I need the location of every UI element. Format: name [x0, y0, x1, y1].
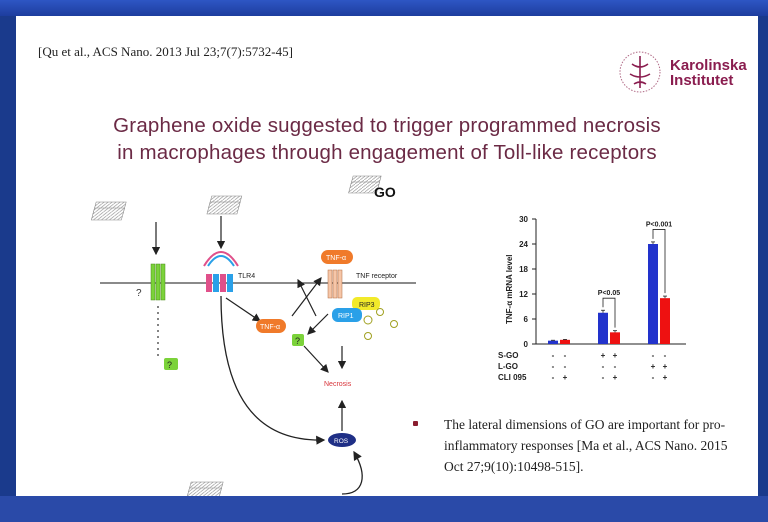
ros-label: ROS [334, 438, 349, 445]
y-tick-label: 0 [524, 340, 529, 349]
unknown-receptor [150, 263, 166, 301]
bar [548, 340, 558, 344]
bullet-text: The lateral dimensions of GO are importa… [444, 417, 728, 474]
bar [660, 298, 670, 344]
condition-mark: + [613, 373, 618, 382]
condition-mark: + [663, 362, 668, 371]
significance-bracket [652, 229, 666, 294]
window-frame-top [0, 0, 768, 16]
window-frame-bottom [0, 496, 768, 522]
karolinska-logo [619, 51, 661, 93]
condition-row-label: CLI 095 [498, 373, 527, 382]
bar [648, 244, 658, 344]
condition-mark: - [652, 373, 655, 382]
tlr4-receptor [203, 251, 239, 292]
condition-mark: - [552, 373, 555, 382]
go-sheet-icon [348, 175, 382, 194]
y-tick-label: 18 [519, 265, 528, 274]
condition-mark: - [552, 351, 555, 360]
tnf-receptor-label: TNF receptor [356, 273, 398, 280]
tlr4-label: TLR4 [238, 273, 255, 280]
logo-line2: Institutet [670, 72, 734, 89]
slide: [Qu et al., ACS Nano. 2013 Jul 23;7(7):5… [16, 16, 758, 516]
question-box-mid: ? [295, 336, 300, 346]
condition-row-label: L-GO [498, 362, 518, 371]
bar [560, 339, 570, 344]
significance-label: P<0.05 [598, 290, 620, 297]
condition-mark: - [564, 362, 567, 371]
pathway-diagram: ? ? TLR4 TNF-α TNF-α TNF receptor [90, 175, 416, 502]
title-line1: Graphene oxide suggested to trigger prog… [113, 114, 661, 137]
condition-mark: + [651, 362, 656, 371]
condition-row-label: S-GO [498, 351, 518, 360]
question-box: ? [167, 360, 172, 370]
bullet-icon [413, 421, 418, 426]
condition-mark: + [563, 373, 568, 382]
condition-mark: + [601, 351, 606, 360]
condition-mark: - [614, 362, 617, 371]
go-label: GO [374, 184, 396, 200]
y-tick-label: 6 [524, 315, 529, 324]
condition-mark: - [552, 362, 555, 371]
condition-mark: - [602, 362, 605, 371]
tnf-alpha-extracellular: TNF-α [326, 255, 346, 262]
bar [610, 332, 620, 344]
y-tick-label: 12 [519, 290, 528, 299]
y-tick-label: 24 [519, 240, 528, 249]
y-axis-label: TNF-α mRNA level [505, 254, 514, 324]
tnf-receptor [327, 269, 343, 299]
significance-bracket [602, 297, 616, 328]
condition-mark: - [564, 351, 567, 360]
logo-line1: Karolinska [670, 57, 747, 74]
y-tick-label: 30 [519, 215, 528, 224]
condition-mark: - [602, 373, 605, 382]
question-mark: ? [136, 288, 142, 299]
slide-title: Graphene oxide suggested to trigger prog… [16, 112, 758, 166]
title-line2: in macrophages through engagement of Tol… [117, 141, 657, 164]
condition-mark: + [613, 351, 618, 360]
rip3-label: RIP3 [359, 302, 375, 309]
go-sheet-icon [90, 201, 127, 221]
rip1-label: RIP1 [338, 313, 354, 320]
necrosis-label: Necrosis [324, 381, 352, 388]
go-sheet-icon [206, 195, 243, 215]
citation: [Qu et al., ACS Nano. 2013 Jul 23;7(7):5… [38, 44, 293, 59]
bar [598, 312, 608, 344]
logo-text: Karolinska Institutet [670, 58, 747, 88]
tnf-alpha-intracellular: TNF-α [260, 324, 280, 331]
condition-mark: - [652, 351, 655, 360]
condition-mark: - [664, 351, 667, 360]
condition-mark: + [663, 373, 668, 382]
significance-label: P<0.001 [646, 221, 672, 228]
